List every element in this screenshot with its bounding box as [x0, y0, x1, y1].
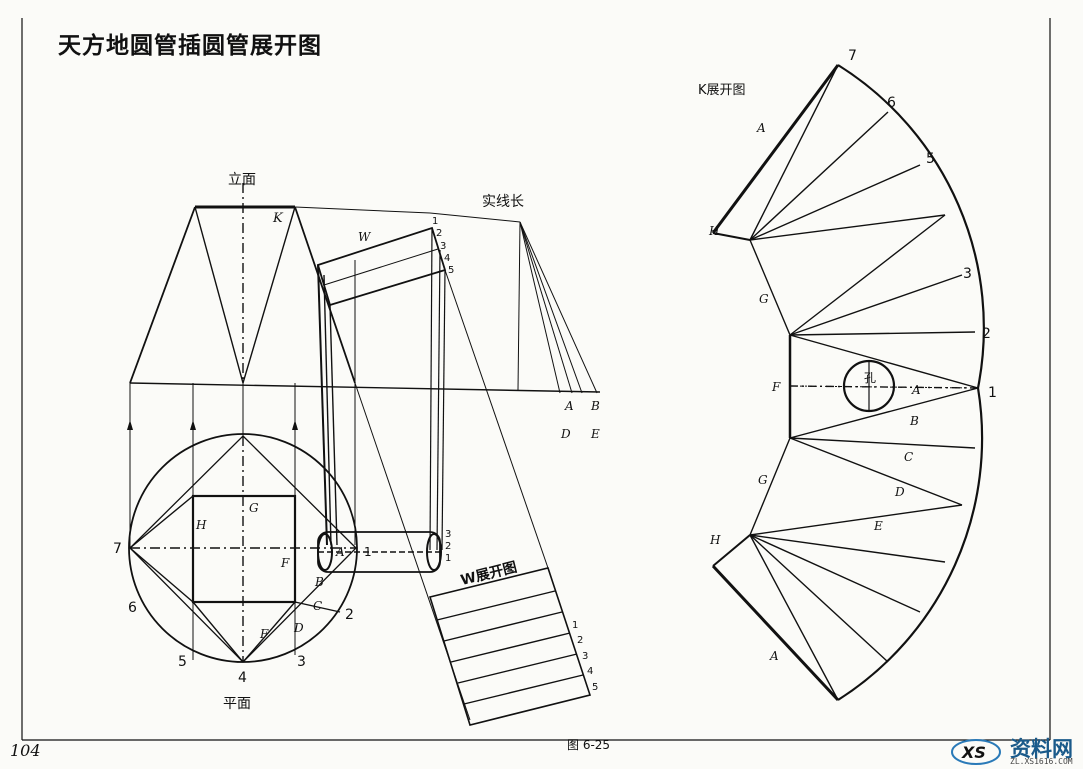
plan-label-c: C — [313, 599, 322, 613]
k-label-h-bottom: H — [709, 533, 721, 547]
tl-label-a: A — [564, 399, 574, 413]
pipe-num-1: 1 — [445, 553, 451, 564]
wdev-num-5: 5 — [592, 682, 598, 693]
tl-label-d: D — [560, 427, 571, 441]
w-num-3: 3 — [440, 241, 446, 252]
wdev-num-4: 4 — [587, 666, 593, 677]
plan-label-b: B — [314, 575, 324, 589]
k-development — [711, 64, 985, 702]
w-development — [428, 567, 592, 726]
elevation-view — [129, 183, 601, 394]
plan-num-7: 7 — [113, 541, 122, 557]
k-label-g-top: G — [759, 292, 769, 306]
k-num-3: 3 — [963, 266, 972, 282]
k-label-e: E — [873, 519, 883, 533]
label-w: W — [358, 230, 372, 244]
w-num-5: 5 — [448, 265, 454, 276]
plan-num-1: 1 — [364, 545, 372, 559]
wdev-num-2: 2 — [577, 635, 583, 646]
tl-label-b: B — [590, 399, 600, 413]
k-num-2: 2 — [982, 326, 991, 342]
pipe-num-2: 2 — [445, 541, 451, 552]
wdev-num-3: 3 — [582, 651, 588, 662]
plan-label-f2: F — [259, 627, 269, 641]
k-num-6: 6 — [887, 95, 896, 111]
page-border — [21, 18, 1051, 741]
k-label-h-top: H — [708, 224, 720, 238]
plan-label-h: H — [195, 518, 207, 532]
k-label-f: F — [771, 380, 781, 394]
w-num-2: 2 — [436, 228, 442, 239]
plan-label-a: A — [335, 545, 345, 559]
watermark-text: 资料网 — [1010, 737, 1073, 761]
k-label-a-bottom: A — [769, 649, 779, 663]
k-label-a-top: A — [756, 121, 766, 135]
k-label-a-mid: A — [911, 383, 921, 397]
k-num-7: 7 — [848, 48, 857, 64]
w-pipe — [316, 226, 549, 721]
true-length-label: 实线长 — [482, 194, 524, 210]
w-num-4: 4 — [444, 253, 450, 264]
k-label-g-bottom: G — [758, 473, 768, 487]
plan-num-2: 2 — [345, 607, 354, 623]
k-development-label: K展开图 — [698, 83, 746, 98]
pipe-num-3: 3 — [445, 529, 451, 540]
elevation-label: 立面 — [228, 172, 256, 188]
tl-label-e: E — [590, 427, 600, 441]
k-num-1: 1 — [988, 385, 997, 401]
k-label-d: D — [894, 485, 905, 499]
plan-label-g: G — [249, 501, 259, 515]
watermark-logo-icon: XS — [951, 739, 1001, 765]
plan-label-d: D — [293, 621, 304, 635]
plan-num-5: 5 — [178, 654, 187, 670]
w-development-label: W展开图 — [459, 559, 519, 588]
hole-label: 孔 — [864, 371, 876, 385]
plan-num-3: 3 — [297, 654, 306, 670]
svg-text:XS: XS — [961, 743, 986, 762]
plan-num-4: 4 — [238, 670, 247, 686]
wdev-num-1: 1 — [572, 620, 578, 631]
figure-caption: 图 6-25 — [567, 738, 611, 752]
plan-label-f: F — [280, 556, 290, 570]
k-label-c: C — [904, 450, 913, 464]
plan-label: 平面 — [223, 696, 251, 712]
page-number: 104 — [10, 741, 41, 760]
k-num-5: 5 — [926, 151, 935, 167]
page-title: 天方地圆管插圆管展开图 — [58, 33, 322, 59]
watermark-url: ZL.XS1616.COM — [1010, 757, 1073, 766]
label-k: K — [272, 211, 284, 226]
w-num-1: 1 — [432, 216, 438, 227]
k-label-b: B — [909, 414, 919, 428]
plan-num-6: 6 — [128, 600, 137, 616]
